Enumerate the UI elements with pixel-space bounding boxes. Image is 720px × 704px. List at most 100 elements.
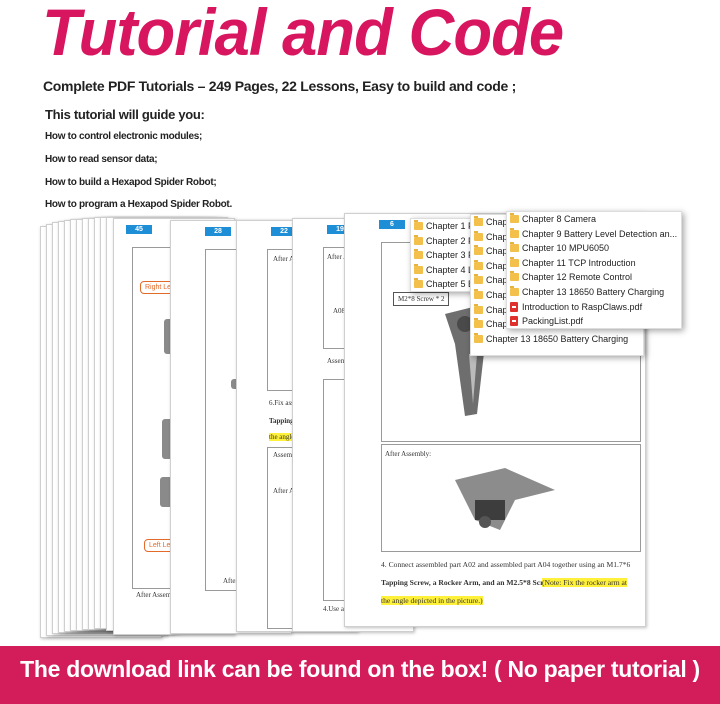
folder-icon: [474, 303, 483, 314]
note-text: (Note: Fix the rocker arm at: [542, 578, 627, 587]
page-title: Tutorial and Code: [42, 0, 564, 69]
folder-item[interactable]: Chapter 9 Battery Level Detection an...: [507, 227, 681, 242]
folder-item[interactable]: Chapter 13 18650 Battery Charging: [507, 285, 681, 300]
folder-icon: [474, 274, 483, 285]
robot-part: [164, 319, 174, 354]
instruction-text: Tapping Screw, a Rocker Arm, and an M2.5…: [381, 578, 554, 587]
folder-icon: [510, 242, 519, 253]
step-text: 6.Fix ass: [269, 399, 294, 407]
part-label: A08: [333, 307, 346, 315]
file-list-front: Chapter 8 Camera Chapter 9 Battery Level…: [506, 211, 682, 329]
after-assembly-label: After Assembly:: [385, 450, 432, 458]
page-number: 19: [327, 225, 353, 234]
guide-item: How to program a Hexapod Spider Robot.: [45, 199, 232, 210]
folder-label: Chapter 10 MPU6050: [522, 243, 610, 254]
guide-heading: This tutorial will guide you:: [45, 107, 205, 122]
folder-item[interactable]: Chapter 2 F: [411, 234, 479, 249]
folder-label: Chapter 1 F: [426, 221, 474, 231]
pdf-icon: [510, 316, 518, 327]
step-text: 4.Use a: [323, 605, 344, 613]
folder-icon: [414, 234, 423, 245]
folder-item[interactable]: Chapter 13 18650 Battery Charging: [471, 332, 643, 347]
folder-icon: [474, 288, 483, 299]
pdf-file-item[interactable]: Introduction to RaspClaws.pdf: [507, 300, 681, 315]
folder-label: Chapter 4 L: [426, 264, 474, 275]
folder-label: Chapter 13 18650 Battery Charging: [486, 333, 629, 344]
folder-label: Chapter 5 E: [426, 279, 475, 290]
folder-icon: [474, 259, 483, 270]
folder-item[interactable]: Chapter 10 MPU6050: [507, 241, 681, 256]
screw-label: M2*8 Screw * 2: [393, 292, 450, 306]
page-number: 22: [271, 227, 297, 236]
instruction-text: 4. Connect assembled part A02 and assemb…: [381, 560, 631, 569]
pdf-icon: [510, 301, 518, 312]
folder-icon: [510, 227, 519, 238]
after-assembly-label: After A: [327, 253, 349, 261]
folder-icon: [474, 230, 483, 241]
folder-label: Chapter 8 Camera: [522, 214, 597, 224]
folder-label: Chapter 9 Battery Level Detection an...: [522, 228, 678, 239]
folder-label: Chap: [486, 231, 508, 242]
file-label: Introduction to RaspClaws.pdf: [522, 301, 643, 312]
folder-icon: [474, 332, 483, 343]
folder-label: Chap: [486, 275, 508, 286]
folder-label: Chapter 2 F: [426, 235, 474, 246]
note-text: the angle depicted in the picture.): [381, 596, 483, 605]
folder-icon: [510, 213, 519, 223]
folder-item[interactable]: Chapter 12 Remote Control: [507, 270, 681, 285]
folder-item[interactable]: Chapter 4 L: [411, 263, 479, 278]
folder-label: Chap: [486, 304, 508, 315]
folder-label: Chapter 12 Remote Control: [522, 272, 633, 283]
after-assembly-label: After As: [273, 255, 297, 263]
folder-icon: [414, 249, 423, 260]
folder-icon: [510, 271, 519, 282]
folder-label: Chapter 3 F: [426, 250, 474, 261]
folder-icon: [414, 278, 423, 289]
step-text: Tapping: [269, 417, 294, 425]
folder-icon: [474, 216, 483, 226]
footer-text: The download link can be found on the bo…: [20, 656, 700, 682]
file-list-back: Chapter 1 F Chapter 2 F Chapter 3 F Chap…: [410, 218, 480, 292]
folder-item[interactable]: Chapter 3 F: [411, 248, 479, 263]
after-assembly-label: After Assembly:: [136, 591, 183, 599]
folder-item[interactable]: Chapter 8 Camera: [507, 212, 681, 227]
assembly-drawing: [455, 468, 555, 530]
page-number: 28: [205, 227, 231, 236]
folder-label: Chap: [486, 217, 508, 227]
page-number: 6: [379, 220, 405, 229]
page-number: 45: [126, 225, 152, 234]
pdf-file-item[interactable]: PackingList.pdf: [507, 314, 681, 329]
folder-icon: [474, 318, 483, 329]
folder-label: Chap: [486, 246, 508, 257]
folder-icon: [414, 263, 423, 274]
footer-banner: [0, 646, 720, 704]
folder-item[interactable]: Chapter 11 TCP Introduction: [507, 256, 681, 271]
folder-icon: [510, 285, 519, 296]
guide-item: How to control electronic modules;: [45, 131, 203, 142]
folder-label: Chap: [486, 260, 508, 271]
folder-icon: [510, 256, 519, 267]
folder-label: Chapter 13 18650 Battery Charging: [522, 286, 665, 297]
folder-item[interactable]: Chapter 5 E: [411, 277, 479, 292]
folder-icon: [474, 245, 483, 256]
assembled-label: Assembl: [273, 451, 298, 459]
folder-item[interactable]: Chap: [471, 259, 643, 274]
folder-item[interactable]: Chapter 1 F: [411, 219, 479, 234]
assembled-label: Assembled: [327, 357, 359, 365]
folder-item[interactable]: Chap: [471, 230, 643, 245]
folder-item[interactable]: Chap: [471, 288, 643, 303]
guide-item: How to build a Hexapod Spider Robot;: [45, 177, 217, 188]
file-label: PackingList.pdf: [522, 316, 584, 327]
folder-item[interactable]: Chap: [471, 215, 643, 230]
step-note: the angle: [269, 433, 295, 441]
after-assembly-label: After A: [273, 487, 295, 495]
folder-label: Chap: [486, 289, 508, 300]
folder-label: Chapter 11 TCP Introduction: [522, 257, 636, 268]
folder-item[interactable]: Chap: [471, 273, 643, 288]
subtitle: Complete PDF Tutorials – 249 Pages, 22 L…: [43, 78, 516, 94]
folder-item[interactable]: Chap: [471, 303, 643, 318]
guide-item: How to read sensor data;: [45, 154, 158, 165]
folder-item[interactable]: Chap: [471, 244, 643, 259]
folder-icon: [414, 220, 423, 230]
